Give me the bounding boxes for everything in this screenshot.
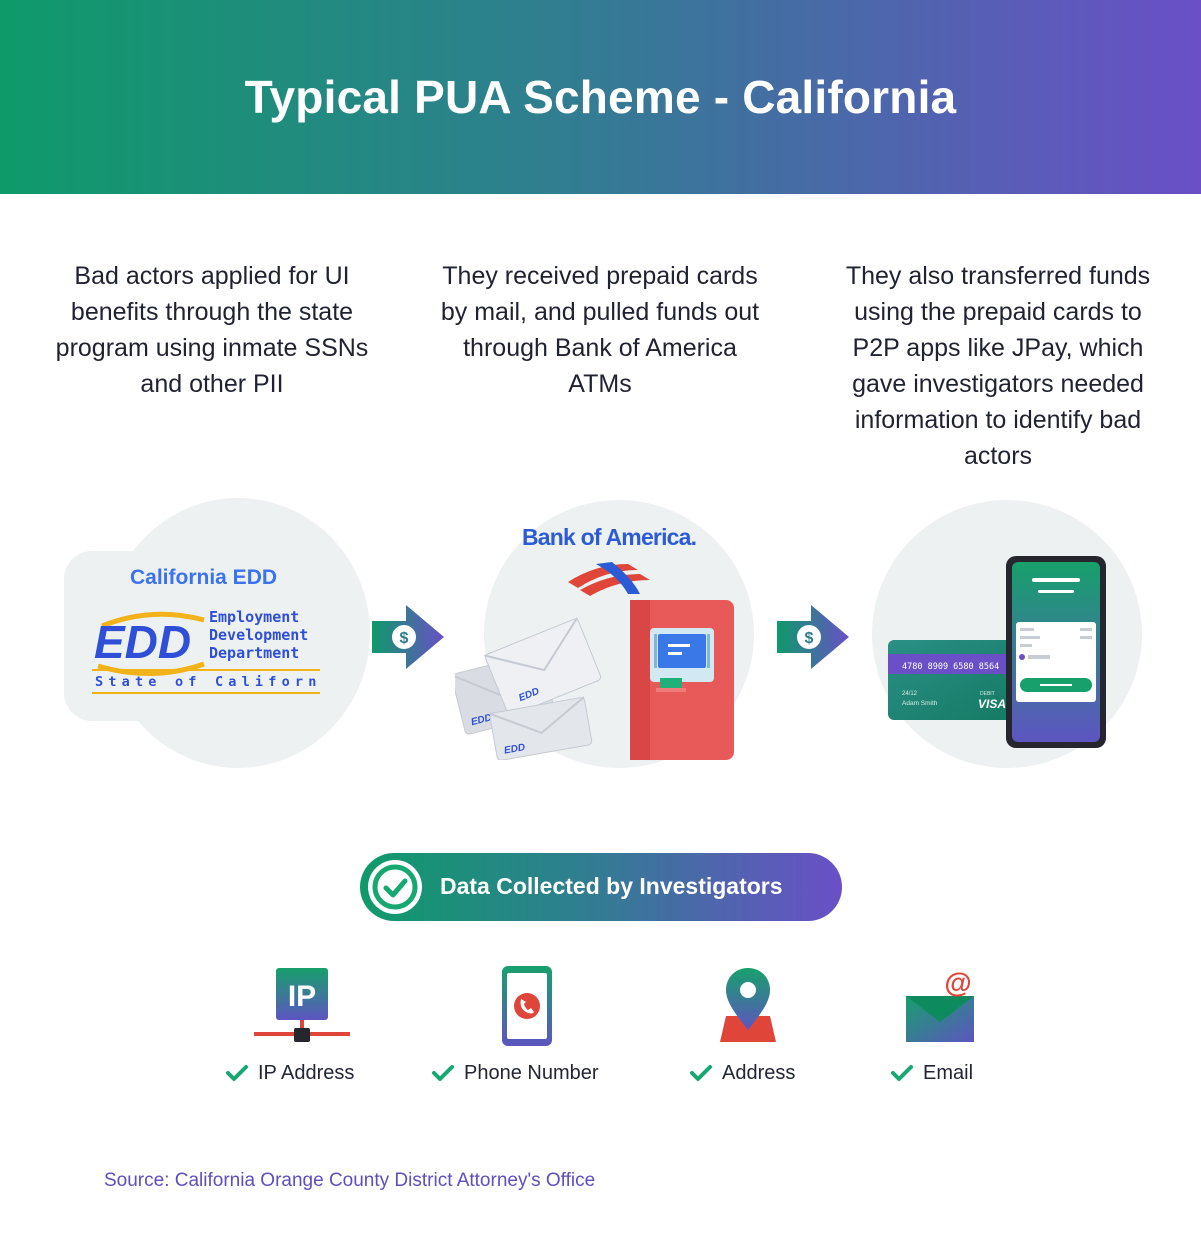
data-item-email: Email [891,1060,973,1086]
phone-icon [502,966,552,1046]
step-1-text: Bad actors applied for UI benefits throu… [55,262,369,398]
check-icon [432,1065,454,1081]
svg-text:4780 8909 6580 8564: 4780 8909 6580 8564 [902,662,999,672]
atm-icon [630,600,734,760]
svg-text:@: @ [944,967,971,998]
smartphone-icon [1006,556,1106,748]
data-item-label: Address [722,1061,796,1084]
svg-text:State of California: State of California [95,674,322,690]
source-note: Source: California Orange County Distric… [104,1170,596,1191]
data-item-label: IP Address [258,1061,355,1084]
dollar-icon: $ [805,630,814,647]
edd-title: California EDD [130,566,278,589]
data-item-ip-address: IP Address [226,1060,354,1086]
svg-text:Department: Department [209,644,299,662]
svg-text:DEBIT: DEBIT [980,691,995,697]
ip-network-icon: IP [254,968,350,1042]
svg-text:EDD: EDD [94,616,191,668]
check-icon [891,1065,913,1081]
svg-text:EDD: EDD [470,712,493,728]
header-banner: Typical PUA Scheme - California [0,0,1201,194]
data-item-phone-number: Phone Number [432,1060,599,1086]
mail-envelopes-icon: EDD EDD EDD [455,617,602,760]
checkmark-icon [368,860,422,914]
bank-flag-icon [568,562,650,596]
svg-text:Adam Smith: Adam Smith [902,700,938,707]
svg-text:VISA: VISA [978,697,1006,711]
location-pin-icon [720,968,776,1042]
svg-text:Development: Development [209,626,308,644]
data-collected-title: Data Collected by Investigators [440,873,783,899]
flow-arrow-2: $ [777,605,849,669]
prepaid-card-icon: 4780 8909 6580 8564 24/12 Adam Smith DEB… [888,640,1018,720]
flow-arrow-1: $ [372,605,444,669]
email-icon: @ [906,967,974,1042]
data-item-label: Phone Number [464,1061,599,1084]
svg-text:Employment: Employment [209,608,299,626]
bank-name: Bank of America. [522,524,697,550]
step-3-text: They also transferred funds using the pr… [845,262,1151,470]
edd-logo: EDD Employment Development Department St… [92,608,322,694]
svg-text:24/12: 24/12 [902,691,918,697]
step-2-text: They received prepaid cards by mail, and… [440,262,760,398]
dollar-icon: $ [400,630,409,647]
data-collected-banner: Data Collected by Investigators [360,853,842,921]
data-item-label: Email [923,1061,974,1084]
svg-text:EDD: EDD [503,742,526,757]
check-icon [226,1065,248,1081]
check-icon [690,1065,712,1081]
svg-text:IP: IP [288,980,316,1013]
page-title: Typical PUA Scheme - California [244,71,957,123]
data-item-address: Address [690,1060,795,1086]
